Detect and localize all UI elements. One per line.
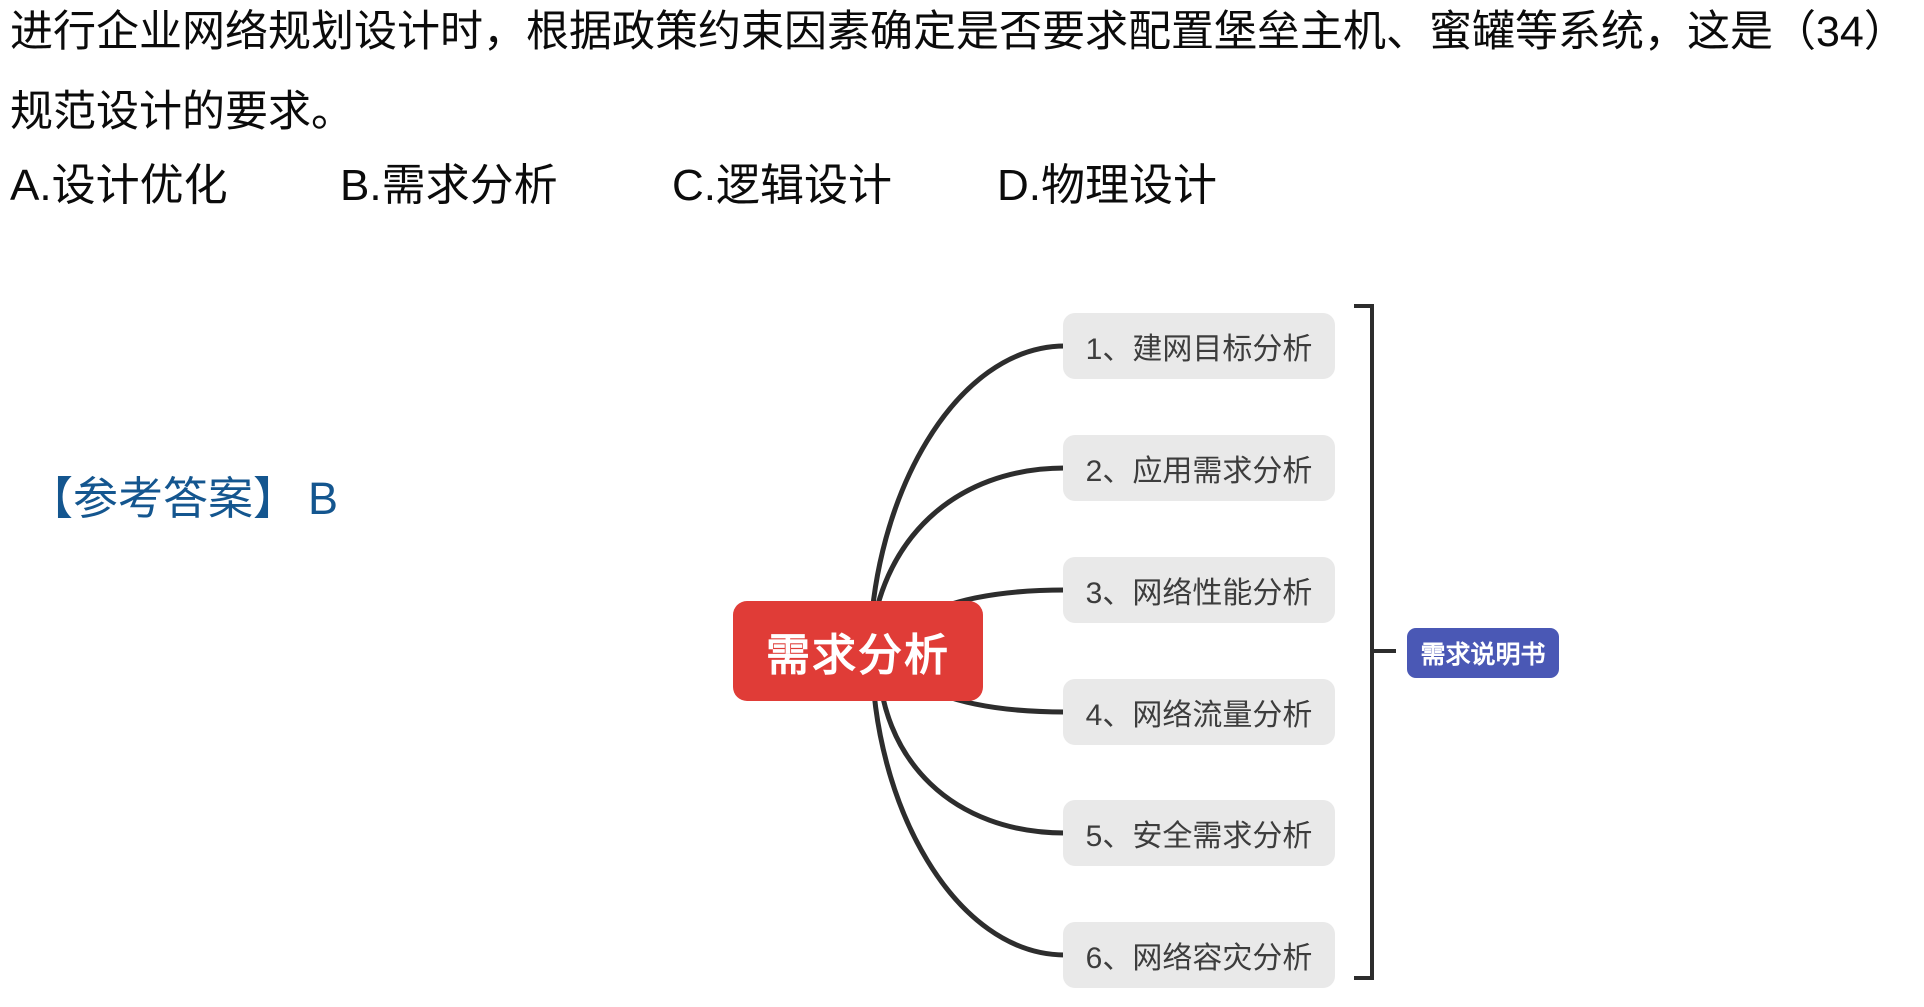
branch-node-5: 5、安全需求分析 [1063, 800, 1335, 866]
answer-value: B [308, 473, 339, 524]
reference-answer: 【参考答案】B [28, 472, 338, 526]
branch-node-1: 1、建网目标分析 [1063, 313, 1335, 379]
option-d: D.物理设计 [997, 161, 1217, 210]
answer-prefix: 【参考答案】 [28, 473, 299, 524]
question-line-2: 规范设计的要求。 [10, 88, 354, 136]
connector-curve-6 [869, 648, 1068, 958]
connector-curve-1 [867, 343, 1068, 654]
group-bracket [1354, 304, 1374, 980]
option-c: C.逻辑设计 [672, 161, 892, 210]
branch-node-3: 3、网络性能分析 [1063, 557, 1335, 623]
branch-node-2: 2、应用需求分析 [1063, 435, 1335, 501]
output-node-requirement-spec: 需求说明书 [1407, 628, 1559, 678]
option-b: B.需求分析 [340, 161, 558, 210]
question-line-1: 进行企业网络规划设计时，根据政策约束因素确定是否要求配置堡垒主机、蜜罐等系统，这… [10, 8, 1907, 56]
branch-node-4: 4、网络流量分析 [1063, 679, 1335, 745]
option-a: A.设计优化 [10, 161, 228, 210]
root-node-requirement-analysis: 需求分析 [733, 601, 983, 701]
branch-node-6: 6、网络容灾分析 [1063, 922, 1335, 988]
